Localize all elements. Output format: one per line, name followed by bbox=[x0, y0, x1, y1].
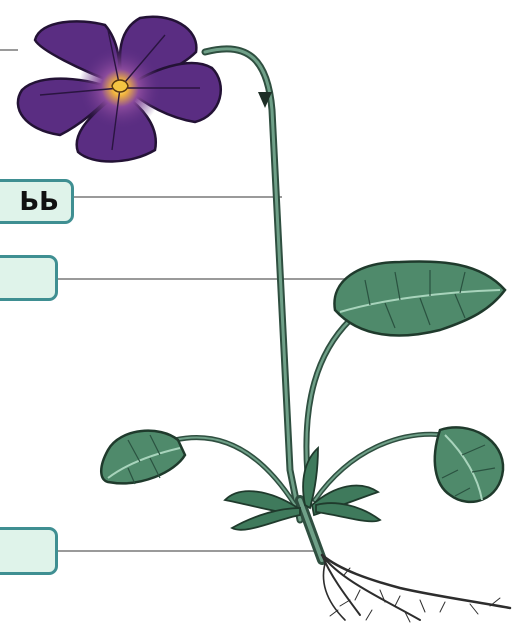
roots bbox=[322, 555, 510, 622]
label-box-root[interactable] bbox=[0, 527, 58, 575]
flower-center bbox=[112, 80, 128, 92]
label-text-stem: ЬЬ bbox=[19, 189, 59, 215]
flower-stalk bbox=[205, 49, 300, 520]
label-box-leaf[interactable] bbox=[0, 255, 58, 301]
leaf-right bbox=[435, 427, 503, 501]
leaf-left bbox=[101, 431, 185, 484]
label-box-stem[interactable]: ЬЬ bbox=[0, 179, 74, 224]
leaf-upper-right bbox=[334, 261, 505, 335]
flower bbox=[18, 17, 221, 162]
